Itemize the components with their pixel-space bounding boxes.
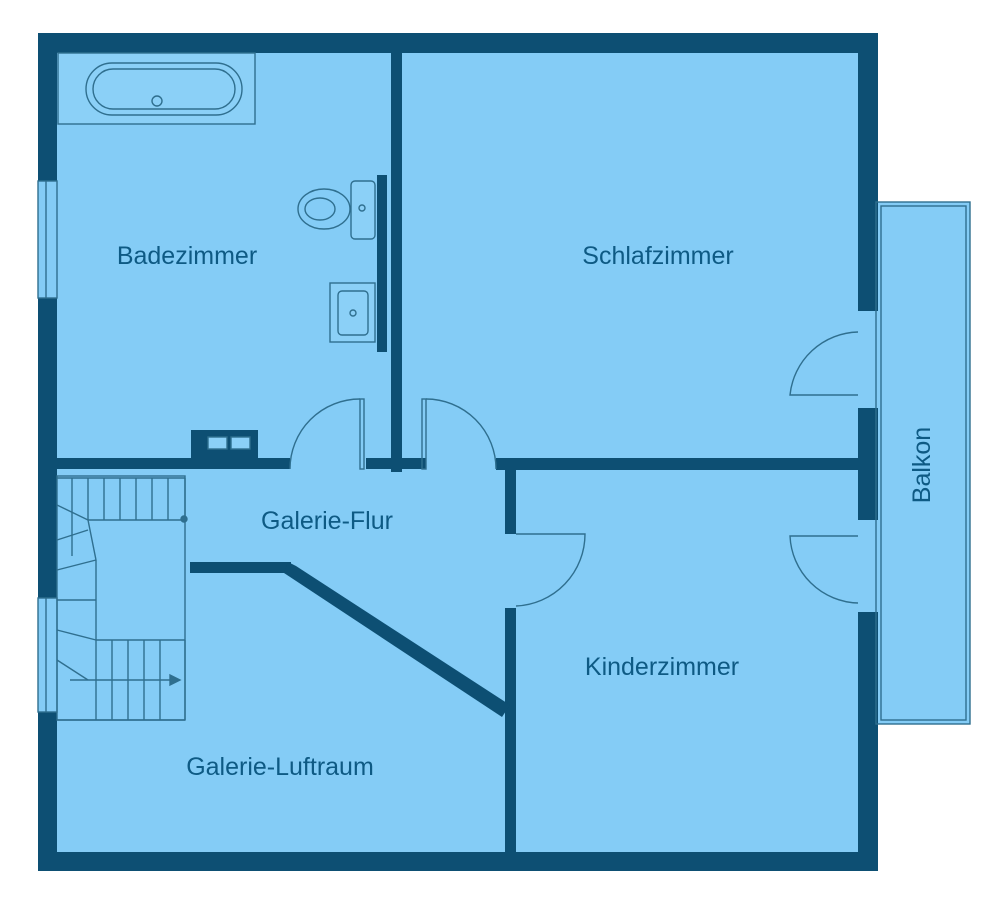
wall-bath-hall-left bbox=[50, 458, 290, 469]
wall-hall-kids-upper bbox=[505, 465, 516, 534]
door-swing-icon bbox=[789, 535, 859, 604]
room-labels: Badezimmer Schlafzimmer Galerie-Flur Kin… bbox=[117, 242, 936, 781]
sink-icon bbox=[329, 282, 376, 343]
door-swing-icon bbox=[289, 398, 365, 470]
walls bbox=[38, 33, 878, 871]
wall-bath-bedroom bbox=[391, 45, 402, 472]
doors bbox=[289, 331, 859, 607]
staircase-icon bbox=[56, 475, 188, 721]
exterior-wall-right-top bbox=[858, 33, 878, 311]
window-icon bbox=[37, 180, 58, 299]
wall-gallery-diagonal bbox=[284, 562, 510, 717]
exterior-wall-right-bottom bbox=[858, 612, 878, 871]
exterior-wall-left-upper bbox=[38, 33, 57, 181]
room-label-bathroom: Badezimmer bbox=[117, 242, 257, 270]
wall-gallery-railing bbox=[190, 562, 291, 573]
exterior-wall-left-middle bbox=[38, 298, 57, 598]
bathtub-icon bbox=[57, 52, 256, 125]
main-floor bbox=[38, 33, 878, 871]
exterior-wall-right-middle bbox=[858, 408, 878, 520]
balcony-railing bbox=[875, 201, 971, 725]
cabinet-icon bbox=[191, 430, 258, 460]
floor-areas bbox=[38, 33, 970, 871]
wall-hall-kids-lower bbox=[505, 608, 516, 856]
balcony-floor bbox=[868, 202, 970, 724]
room-label-balcony: Balkon bbox=[908, 427, 936, 503]
toilet-icon bbox=[297, 180, 376, 240]
door-swing-icon bbox=[421, 398, 497, 470]
exterior-wall-top bbox=[38, 33, 878, 53]
wall-bedroom-kids bbox=[496, 458, 866, 470]
door-swing-icon bbox=[789, 331, 859, 396]
wall-bath-hall-right bbox=[366, 458, 426, 469]
exterior-wall-left-lower bbox=[38, 712, 57, 871]
door-swing-icon bbox=[515, 533, 586, 607]
room-label-bedroom: Schlafzimmer bbox=[582, 242, 733, 270]
wall-bath-fixture-strip bbox=[377, 175, 387, 352]
room-label-kids-room: Kinderzimmer bbox=[585, 653, 739, 681]
room-label-gallery-void: Galerie-Luftraum bbox=[186, 753, 374, 781]
exterior-wall-bottom bbox=[38, 852, 878, 871]
room-label-hallway: Galerie-Flur bbox=[261, 507, 393, 535]
